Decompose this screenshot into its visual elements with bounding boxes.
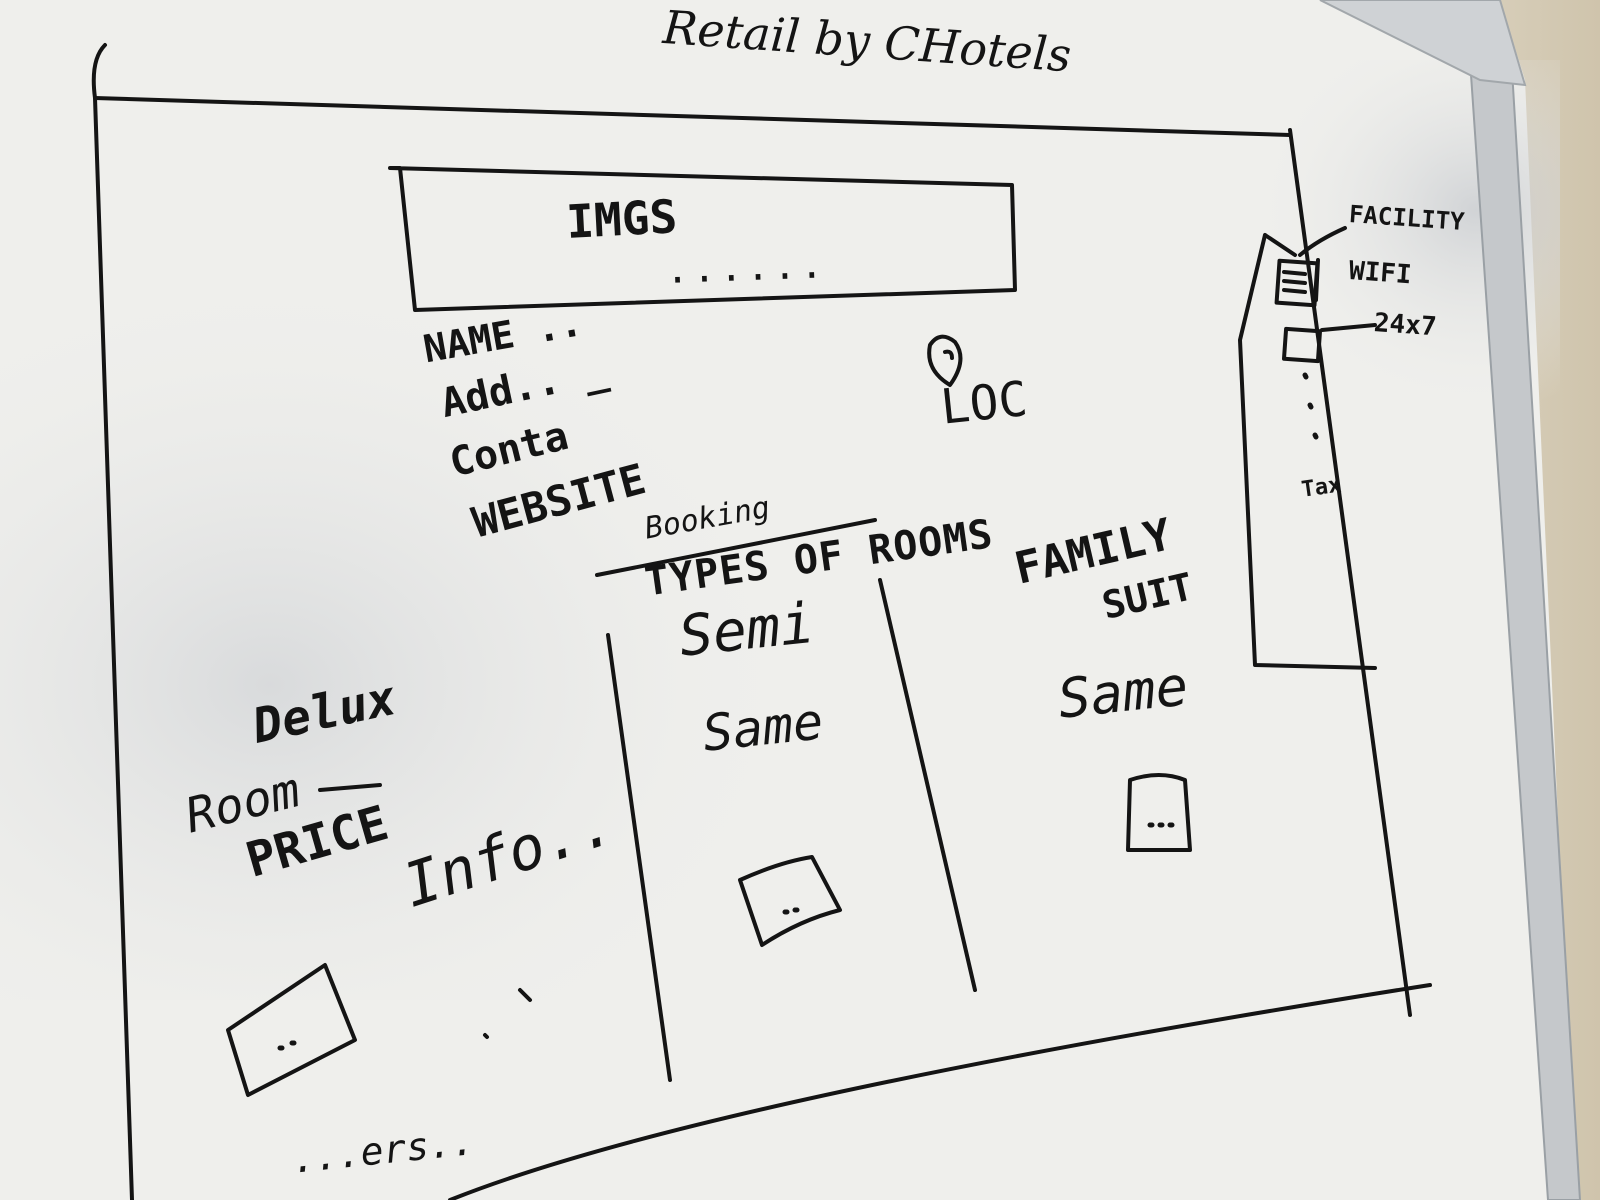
- hours-arrow: [1320, 323, 1377, 332]
- wifi-label: WIFI: [1347, 256, 1413, 291]
- booking-underline: [595, 518, 877, 577]
- frame-top-right: [1319, 0, 1527, 87]
- facility-sidebar: [1238, 233, 1377, 670]
- imgs-banner-dots: ......: [665, 242, 828, 292]
- room-divider-left: [606, 633, 672, 1082]
- delux-room-thumb: [226, 963, 357, 1097]
- imgs-banner-box: [388, 166, 1017, 312]
- smudge-right: [1000, 60, 1560, 560]
- outer-frame-top: [93, 96, 1292, 137]
- outer-frame-right: [1288, 128, 1412, 1017]
- facility-arrow: [1298, 226, 1347, 257]
- location-pin-icon: [927, 334, 963, 387]
- room-divider-right: [878, 578, 977, 992]
- clock-icon: [1281, 326, 1323, 364]
- sketch-strokes: [91, 43, 1432, 1200]
- family-room-thumb: [1126, 773, 1192, 852]
- location-label: LOC: [938, 370, 1031, 436]
- thumb-dots: [277, 822, 1175, 1051]
- outer-frame-bottom: [448, 983, 1432, 1200]
- imgs-banner-label: IMGS: [565, 189, 679, 249]
- outer-frame-left: [91, 43, 134, 1200]
- hours-label: 24x7: [1372, 308, 1438, 343]
- wifi-icon-lines: [1282, 258, 1320, 302]
- price-scribble: [318, 783, 532, 1039]
- smudge-left: [0, 300, 900, 1000]
- sidebar-dots: [1302, 372, 1319, 440]
- semi-room-thumb: [738, 855, 842, 947]
- family-room-same: Same: [1055, 654, 1191, 731]
